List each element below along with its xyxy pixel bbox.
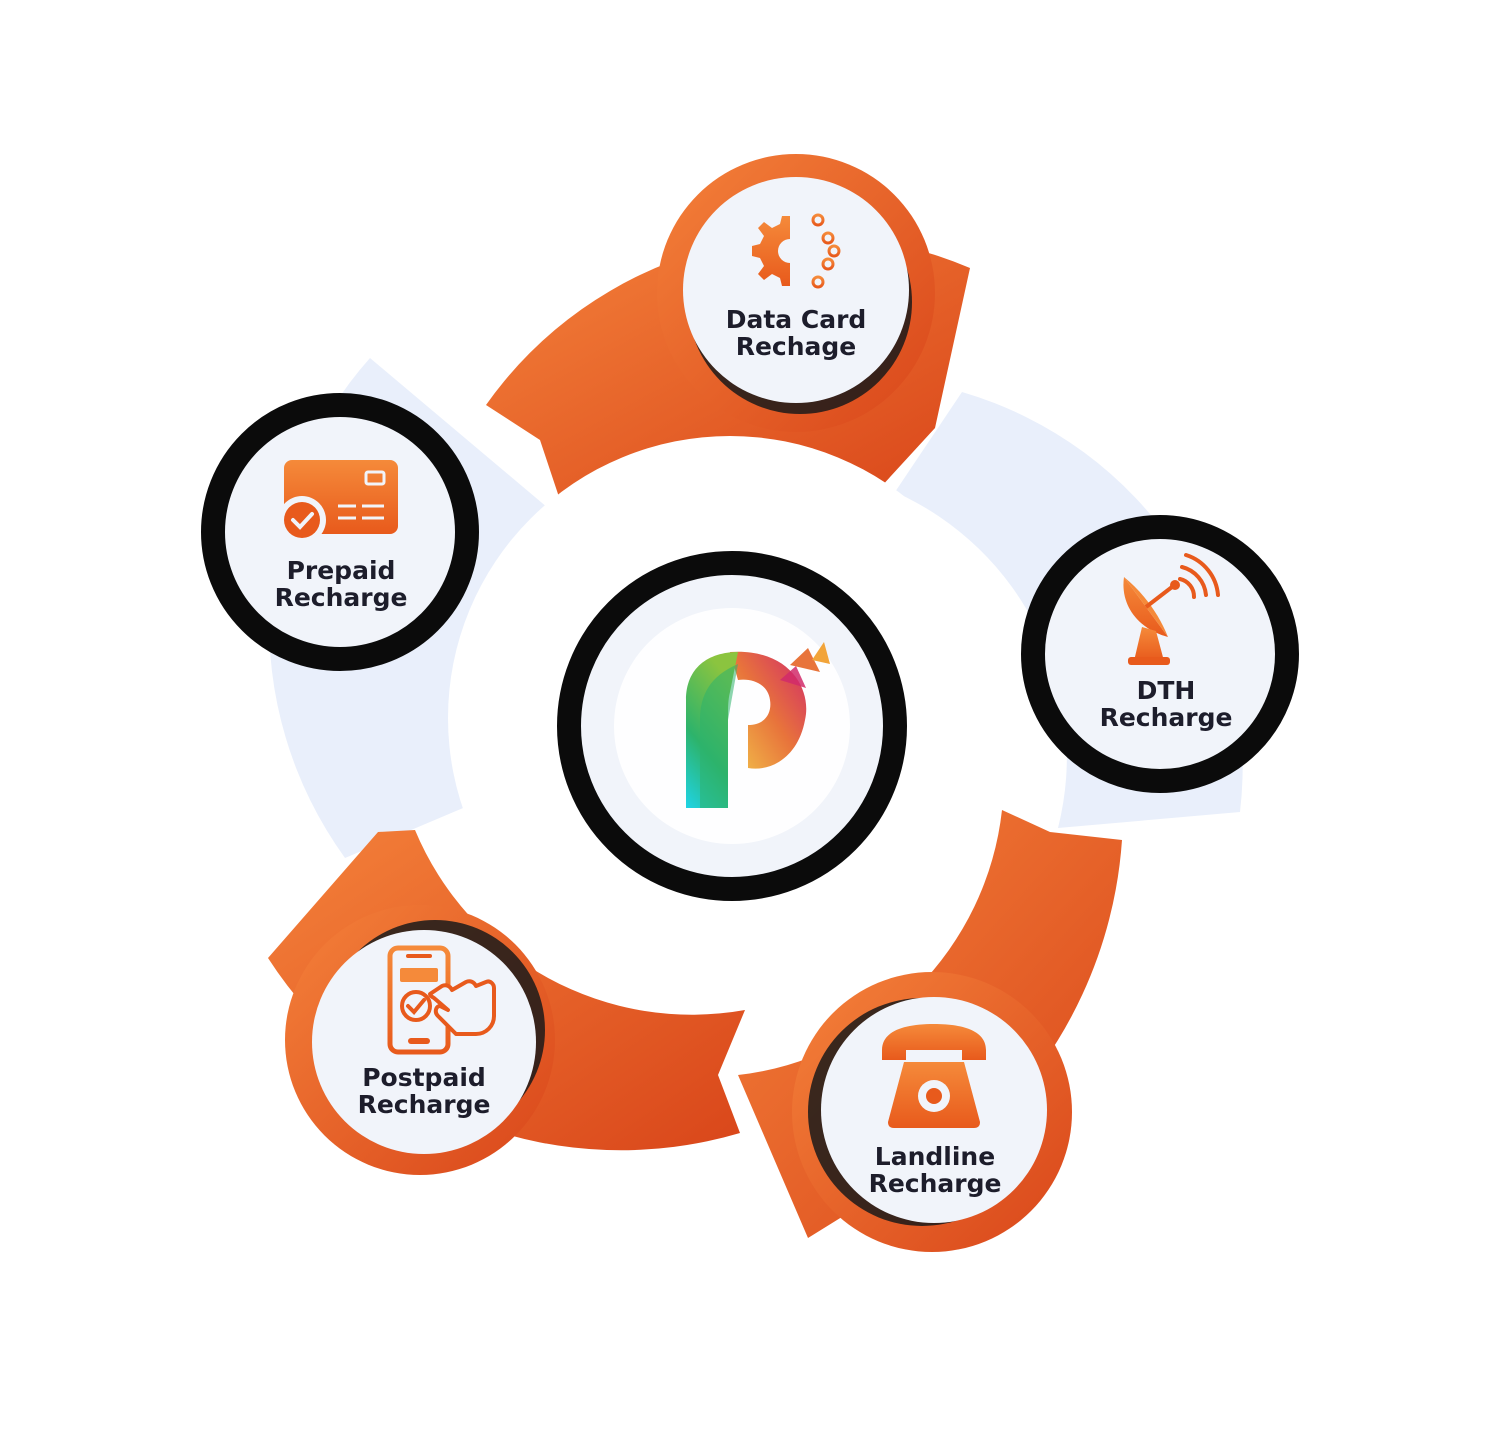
node-prepaid[interactable]: Prepaid Recharge	[201, 393, 479, 671]
node-data-card-face	[683, 177, 909, 403]
p-logo-triangle-tiny	[812, 642, 830, 664]
node-prepaid-label-line2: Recharge	[275, 583, 408, 612]
p-logo-stem-highlight	[700, 664, 738, 808]
node-prepaid-label-line1: Prepaid	[287, 556, 396, 585]
center-hub-glow	[614, 608, 850, 844]
node-landline[interactable]: Landline Recharge	[792, 972, 1072, 1252]
p-logo-triangle-large	[790, 648, 820, 672]
node-dth-label-line1: DTH	[1137, 676, 1196, 705]
p-logo-icon	[686, 642, 830, 808]
credit-card-icon	[278, 460, 398, 544]
p-logo-triangle-small	[780, 666, 806, 688]
gear-chip-icon	[752, 213, 841, 289]
node-landline-label-line1: Landline	[875, 1142, 995, 1171]
node-dth[interactable]: DTH Recharge	[1021, 515, 1299, 793]
telephone-icon	[882, 1024, 986, 1128]
phone-tap-icon	[387, 945, 496, 1055]
node-landline-label-line2: Recharge	[869, 1169, 1002, 1198]
node-postpaid-label-line2: Recharge	[358, 1090, 491, 1119]
node-data-card-label-line2: Rechage	[736, 332, 857, 361]
satellite-dish-icon	[1123, 553, 1220, 665]
center-hub	[557, 551, 907, 901]
node-data-card[interactable]: Data Card Rechage	[657, 154, 935, 432]
node-postpaid-label-line1: Postpaid	[362, 1063, 486, 1092]
node-dth-label-line2: Recharge	[1100, 703, 1233, 732]
node-data-card-label-line1: Data Card	[726, 305, 867, 334]
node-postpaid[interactable]: Postpaid Recharge	[285, 905, 555, 1175]
